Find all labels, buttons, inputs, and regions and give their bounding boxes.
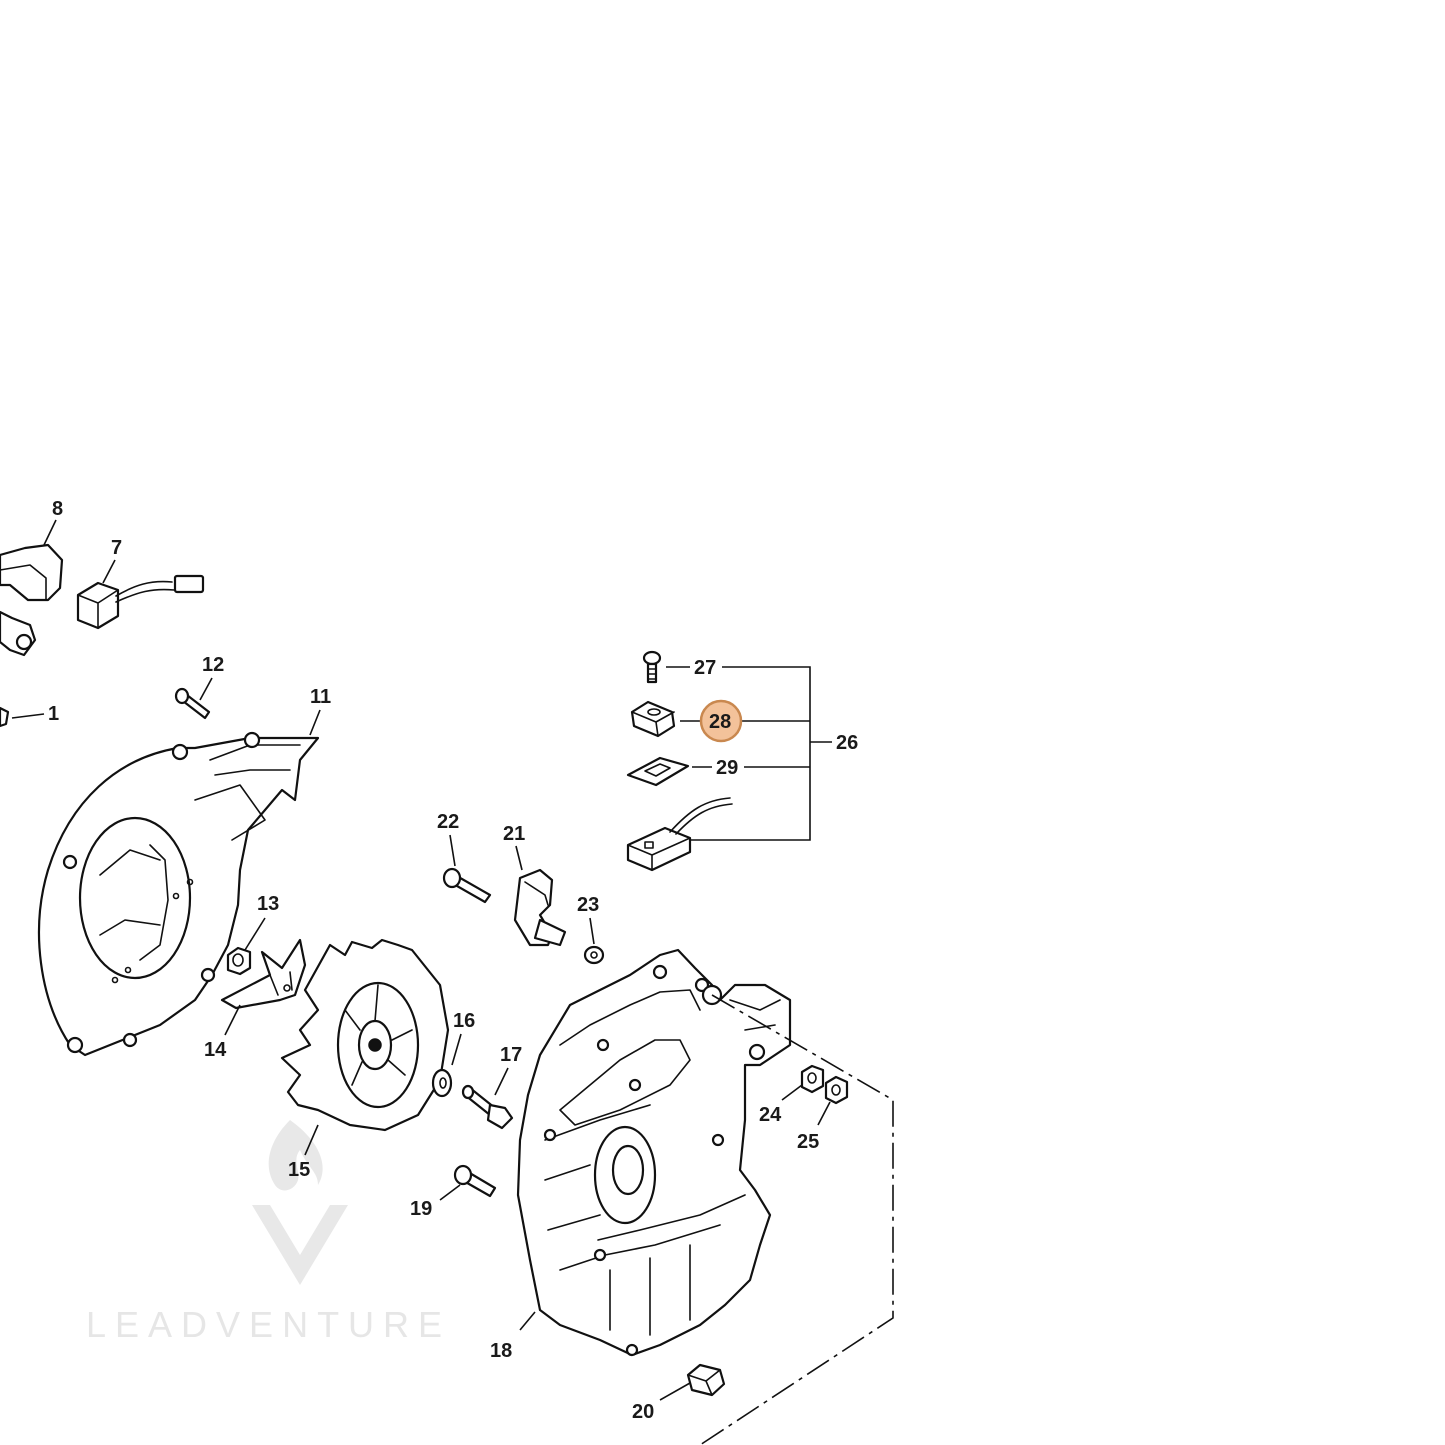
part-24-nut[interactable] [800, 1064, 825, 1094]
callout-labels: 1 8 7 12 11 13 14 15 16 17 18 19 20 22 2… [48, 498, 858, 1423]
callout-29[interactable]: 29 [716, 757, 738, 779]
callout-12[interactable]: 12 [202, 654, 224, 676]
callout-8[interactable]: 8 [52, 498, 63, 520]
callout-25[interactable]: 25 [797, 1131, 819, 1153]
part-23-washer[interactable] [583, 945, 605, 965]
part-11-fan-housing[interactable] [37, 731, 320, 1057]
callout-7[interactable]: 7 [111, 537, 122, 559]
callout-11[interactable]: 11 [310, 686, 331, 708]
callout-16[interactable]: 16 [453, 1010, 475, 1032]
part-28-block[interactable] [630, 700, 676, 738]
part-27-screw[interactable] [642, 650, 662, 684]
part-19-screw[interactable] [453, 1164, 497, 1198]
leader-lines [11, 519, 894, 1445]
part-21-sensor[interactable] [513, 868, 567, 947]
part-26-brush[interactable] [626, 797, 733, 872]
callout-18[interactable]: 18 [490, 1340, 512, 1362]
callout-20[interactable]: 20 [632, 1401, 654, 1423]
part-13-nut[interactable] [226, 946, 252, 976]
part-22-screw[interactable] [442, 867, 492, 904]
part-15-fan-wheel[interactable] [280, 938, 450, 1132]
callout-1[interactable]: 1 [48, 703, 59, 725]
part-12-screw[interactable] [174, 687, 211, 720]
callout-14[interactable]: 14 [204, 1039, 227, 1061]
part-16-washer[interactable] [431, 1068, 453, 1098]
part-7-module[interactable] [76, 574, 205, 630]
part-8-bracket[interactable] [0, 543, 64, 657]
callout-23[interactable]: 23 [577, 894, 599, 916]
callout-21[interactable]: 21 [503, 823, 525, 845]
callout-22[interactable]: 22 [437, 811, 459, 833]
callout-26[interactable]: 26 [836, 732, 858, 754]
part-25-nut[interactable] [824, 1075, 849, 1105]
watermark-text: LEADVENTURE [86, 1304, 451, 1345]
callout-17[interactable]: 17 [500, 1044, 522, 1066]
part-18-crankcase[interactable] [516, 948, 792, 1357]
watermark-logo: LEADVENTURE [86, 1120, 451, 1345]
callout-13[interactable]: 13 [257, 893, 279, 915]
callout-24[interactable]: 24 [759, 1104, 782, 1126]
callout-28[interactable]: 28 [709, 711, 731, 733]
part-29-pad[interactable] [626, 756, 690, 787]
part-1[interactable] [0, 706, 10, 728]
callout-19[interactable]: 19 [410, 1198, 432, 1220]
part-17-bolt[interactable] [461, 1084, 514, 1130]
callout-28-highlight [699, 699, 743, 743]
part-14-clip[interactable] [220, 938, 307, 1010]
callout-27[interactable]: 27 [694, 657, 716, 679]
part-20-block[interactable] [686, 1363, 726, 1397]
callout-15[interactable]: 15 [288, 1159, 310, 1181]
